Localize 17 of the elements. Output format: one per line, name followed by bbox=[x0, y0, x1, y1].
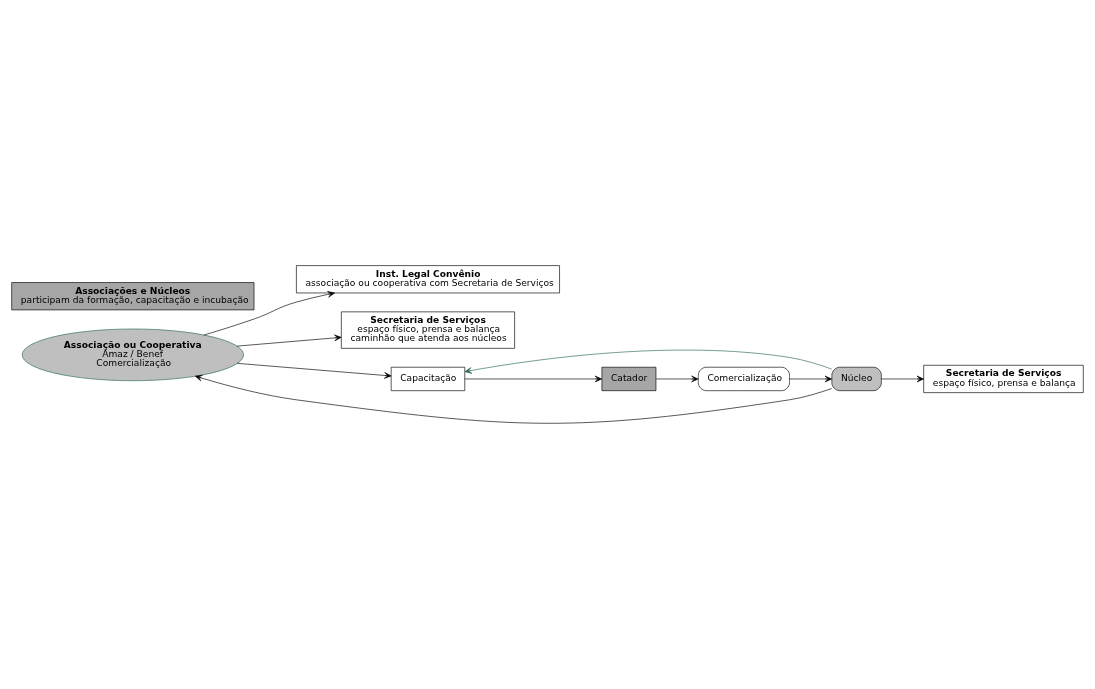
node-box: Secretaria de Serviços espaço físico, prensa e balança caminhão que atenda aos núcleos bbox=[341, 311, 515, 349]
arrow bbox=[203, 291, 335, 336]
arrow bbox=[655, 375, 699, 383]
node-box: Catador bbox=[601, 366, 657, 391]
arrow bbox=[881, 375, 924, 383]
arrow bbox=[464, 349, 833, 374]
node-box: Comercialização bbox=[698, 366, 790, 391]
node-box: Núcleo bbox=[831, 366, 882, 391]
arrow bbox=[236, 334, 342, 347]
node-box: Capacitação bbox=[390, 366, 466, 391]
arrow bbox=[464, 375, 602, 383]
arrow bbox=[789, 375, 832, 383]
node-box: Inst. Legal Convênio associação ou cooperativa com Secretaria de Serviços bbox=[296, 265, 560, 294]
node-box: Secretaria de Serviços espaço físico, prensa e balança bbox=[923, 364, 1084, 393]
arrow bbox=[195, 374, 833, 424]
node-box: Associações e Núcleos participam da formação, capacitação e incubação bbox=[11, 282, 255, 311]
arrow bbox=[236, 363, 392, 379]
